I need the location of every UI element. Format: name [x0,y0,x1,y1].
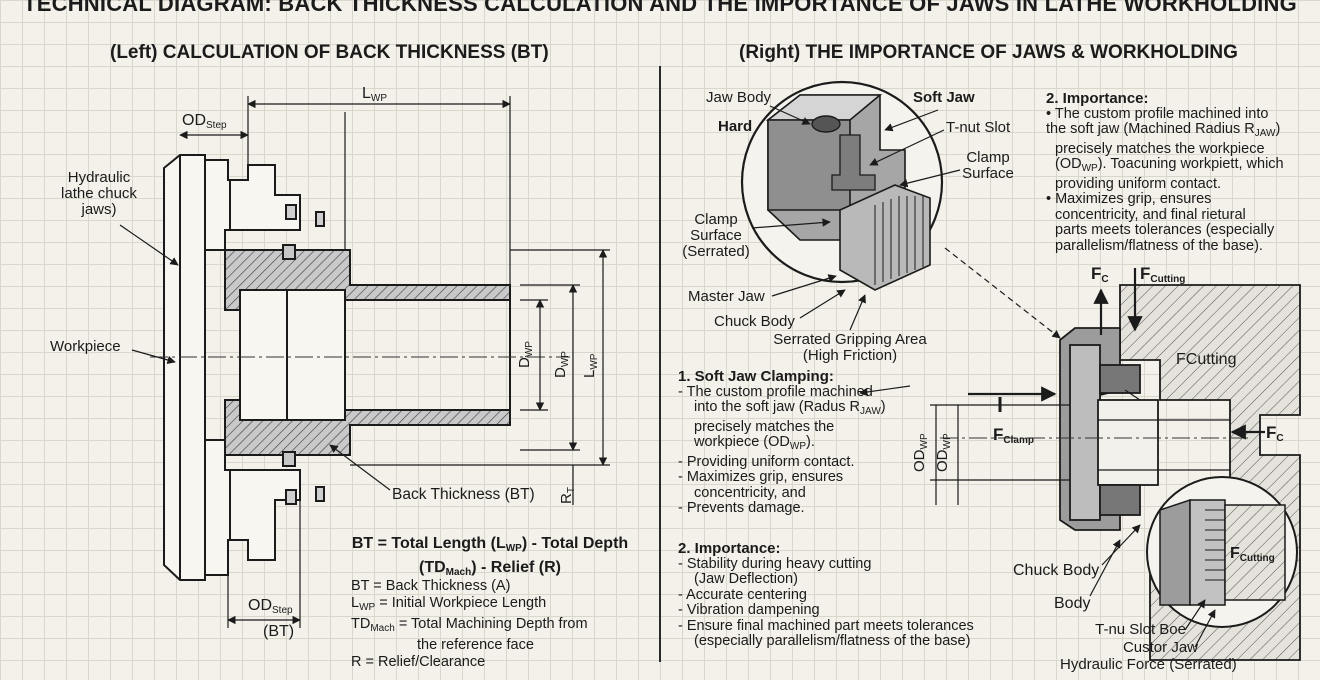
label-bt-paren: (BT) [263,623,295,640]
label-fc-right: FC [1266,423,1284,444]
label-fcutting-mid: FCutting [1176,351,1237,368]
label-fc-top: FC [1091,264,1109,285]
chuck-section [163,154,511,581]
importance-bottom-block: 2. Importance: - Stability during heavy … [678,540,974,649]
label-odwp-b: ODWP [934,433,953,472]
chuck-plate [163,154,206,581]
label-soft-jaw: Soft Jaw [913,89,975,106]
center-divider [659,66,661,662]
label-chuck-body: Chuck Body [714,313,795,330]
label-chuck-body-2: Chuck Body [1013,562,1100,579]
bt-formula: BT = Total Length (LWP) - Total Depth (T… [351,535,629,578]
left-dimensions [119,96,610,628]
main-title: TECHNICAL DIAGRAM: BACK THICKNESS CALCUL… [23,0,1297,16]
bt-definitions: BT = Back Thickness (A) LWP = Initial Wo… [351,578,588,670]
label-hydraulic-force: Hydraulic Force (Serrated) [1060,656,1237,673]
label-lwp-vertical: LWP [581,353,600,378]
label-workpiece: Workpiece [50,338,121,355]
right-leaders [751,105,1061,397]
label-dwp-inner: DWP [516,341,535,368]
label-od-step: ODStep [182,112,227,132]
right-section-title: (Right) THE IMPORTANCE OF JAWS & WORKHOL… [739,42,1238,63]
label-serrated-area: Serrated Gripping Area(High Friction) [773,331,927,364]
label-body: Body [1054,595,1091,612]
label-master-jaw: Master Jaw [688,288,765,305]
jaw-inset-circle [1146,476,1298,628]
label-fclamp: FClamp [993,425,1034,446]
label-custor-jaw: Custor Jaw [1122,639,1198,656]
label-rt: RT [558,487,577,504]
importance-top-block: 2. Importance: • The custom profile mach… [1046,90,1284,254]
soft-jaw-clamping-block: 1. Soft Jaw Clamping: - The custom profi… [678,368,886,516]
label-dwp-outer: DWP [552,351,571,378]
jaw-detail-circle [740,80,944,291]
label-lwp-top: LWP [362,85,388,105]
label-tnu-slot: T-nu Slot Boe [1095,621,1186,638]
odwp-dimensions [930,404,1070,505]
label-fcutting-inset: FCutting [1230,545,1275,565]
label-back-thickness: Back Thickness (BT) [392,486,535,503]
label-odwp-a: ODWP [911,433,930,472]
label-hard: Hard [718,118,753,135]
label-tnut-slot: T-nut Slot [946,119,1011,136]
label-od-step-bottom: ODStep [248,597,293,617]
label-jaw-body: Jaw Body [706,89,772,106]
label-fcutting-top: FCutting [1140,264,1186,285]
left-section-title: (Left) CALCULATION OF BACK THICKNESS (BT… [110,42,549,63]
